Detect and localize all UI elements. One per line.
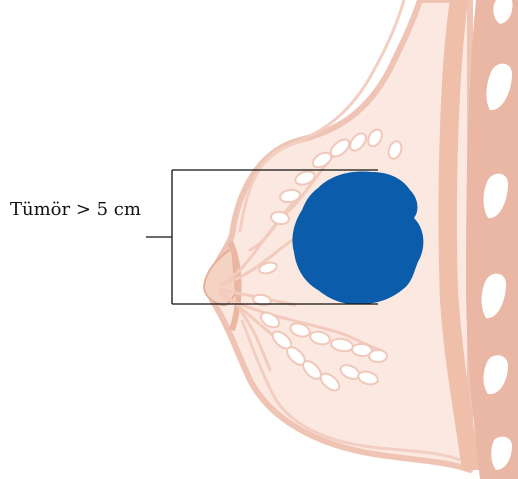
tumor-size-label: Tümör > 5 cm [10,199,141,220]
lobule [369,350,387,362]
